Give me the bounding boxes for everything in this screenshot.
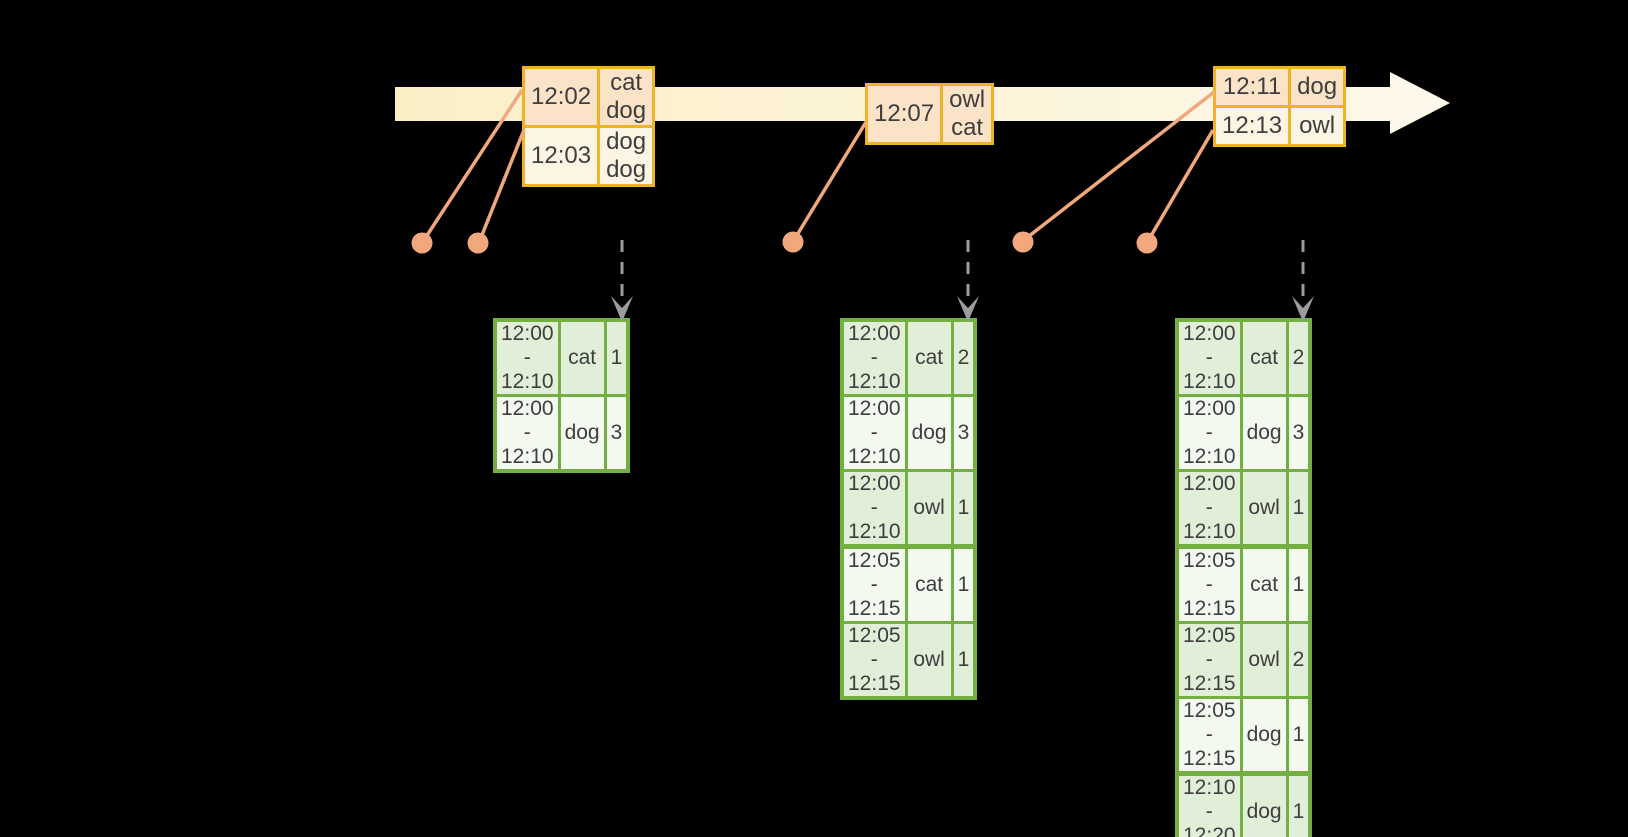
event-connector-line bbox=[792, 121, 868, 241]
event-time-cell: 12:02 bbox=[521, 66, 601, 128]
event-time-cell: 12:13 bbox=[1212, 105, 1292, 147]
word-cell: cat bbox=[1239, 544, 1289, 624]
word-cell: dog bbox=[1239, 696, 1289, 775]
count-cell: 3 bbox=[1285, 394, 1312, 472]
event-words-cell: owl cat bbox=[940, 83, 995, 145]
count-cell: 1 bbox=[950, 544, 977, 624]
window-cell: 12:00 - 12:10 bbox=[840, 318, 908, 397]
window-cell: 12:00 - 12:10 bbox=[493, 394, 561, 473]
timeline-arrowhead-icon bbox=[1390, 72, 1450, 134]
word-cell: owl bbox=[904, 469, 954, 548]
word-cell: owl bbox=[1239, 621, 1289, 699]
event-dot bbox=[1012, 231, 1034, 253]
count-cell: 1 bbox=[1285, 696, 1312, 775]
event-dot bbox=[411, 232, 433, 254]
event-dot bbox=[1136, 232, 1158, 254]
window-cell: 12:00 - 12:10 bbox=[1175, 394, 1243, 472]
word-cell: dog bbox=[904, 394, 954, 472]
event-connector-line bbox=[1146, 129, 1215, 242]
count-cell: 1 bbox=[1285, 469, 1312, 548]
window-cell: 12:05 - 12:15 bbox=[1175, 621, 1243, 699]
event-dot bbox=[782, 231, 804, 253]
window-cell: 12:05 - 12:15 bbox=[1175, 696, 1243, 775]
count-cell: 1 bbox=[1285, 544, 1312, 624]
window-cell: 12:10 - 12:20 bbox=[1175, 771, 1243, 837]
word-cell: owl bbox=[904, 621, 954, 700]
word-cell: dog bbox=[557, 394, 607, 473]
count-cell: 2 bbox=[950, 318, 977, 397]
window-cell: 12:05 - 12:15 bbox=[1175, 544, 1243, 624]
count-cell: 2 bbox=[1285, 318, 1312, 397]
event-time-cell: 12:03 bbox=[521, 125, 601, 187]
count-cell: 1 bbox=[1285, 771, 1312, 837]
window-cell: 12:00 - 12:10 bbox=[840, 469, 908, 548]
event-words-cell: cat dog bbox=[597, 66, 656, 128]
event-connector-line bbox=[478, 129, 526, 241]
count-cell: 3 bbox=[950, 394, 977, 472]
count-cell: 1 bbox=[950, 621, 977, 700]
word-cell: dog bbox=[1239, 394, 1289, 472]
window-cell: 12:00 - 12:10 bbox=[1175, 318, 1243, 397]
word-cell: cat bbox=[557, 318, 607, 397]
word-cell: cat bbox=[904, 544, 954, 624]
count-cell: 2 bbox=[1285, 621, 1312, 699]
word-cell: dog bbox=[1239, 771, 1289, 837]
word-cell: cat bbox=[1239, 318, 1289, 397]
event-words-cell: owl bbox=[1288, 105, 1347, 147]
word-cell: owl bbox=[1239, 469, 1289, 548]
event-words-cell: dog dog bbox=[597, 125, 656, 187]
count-cell: 3 bbox=[603, 394, 630, 473]
window-cell: 12:05 - 12:15 bbox=[840, 544, 908, 624]
word-cell: cat bbox=[904, 318, 954, 397]
count-cell: 1 bbox=[950, 469, 977, 548]
window-cell: 12:05 - 12:15 bbox=[840, 621, 908, 700]
window-cell: 12:00 - 12:10 bbox=[1175, 469, 1243, 548]
event-dot bbox=[467, 232, 489, 254]
window-cell: 12:00 - 12:10 bbox=[840, 394, 908, 472]
event-time-cell: 12:11 bbox=[1212, 66, 1292, 108]
window-cell: 12:00 - 12:10 bbox=[493, 318, 561, 397]
event-words-cell: dog bbox=[1288, 66, 1347, 108]
event-time-cell: 12:07 bbox=[864, 83, 944, 145]
count-cell: 1 bbox=[603, 318, 630, 397]
